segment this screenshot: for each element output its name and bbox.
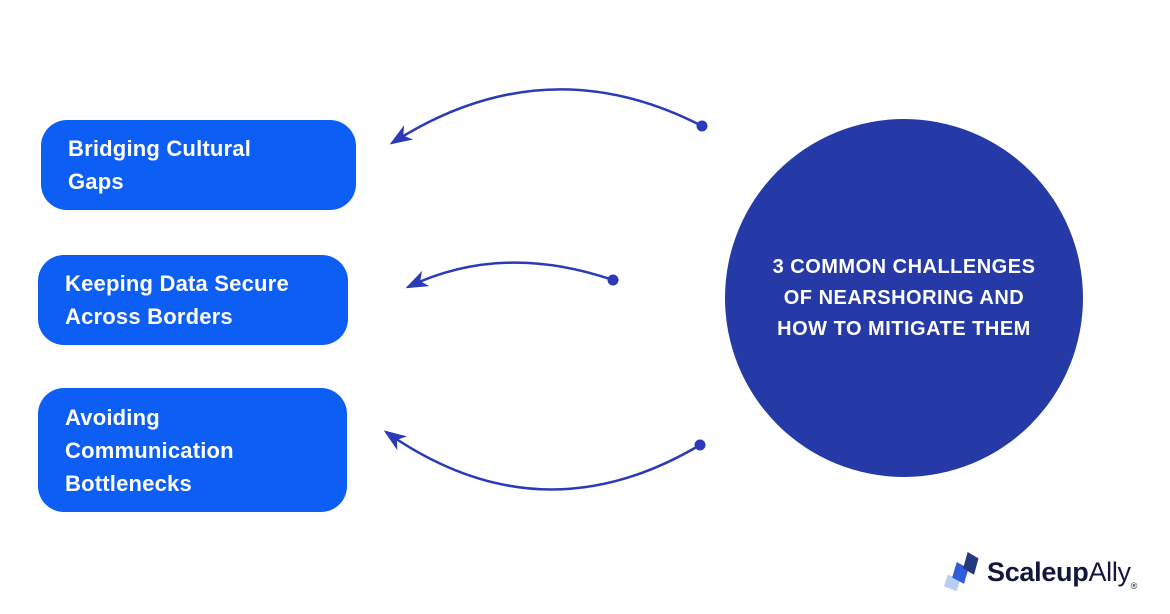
challenge-label: Keeping Data Secure Across Borders [65, 271, 289, 329]
arrow-start-dot [694, 439, 706, 451]
arrow-start-dot [696, 120, 708, 132]
scaleupally-layered-slabs-icon [944, 552, 979, 592]
challenge-box-keeping-data-secure: Keeping Data Secure Across Borders [38, 255, 348, 345]
logo-text-bold: Scaleup [987, 556, 1089, 587]
infographic-title: 3 COMMON CHALLENGES OF NEARSHORING AND H… [772, 255, 1036, 340]
arrow-to-challenge-1 [389, 88, 708, 145]
arrow-start-dot [607, 274, 619, 286]
challenge-label: Bridging Cultural Gaps [68, 136, 252, 194]
challenge-label: Avoiding Communication Bottlenecks [65, 404, 234, 496]
challenge-box-avoiding-communication-bottlenecks: Avoiding Communication Bottlenecks [38, 388, 347, 512]
arrow-to-challenge-2 [405, 261, 619, 289]
title-circle: 3 COMMON CHALLENGES OF NEARSHORING AND H… [725, 119, 1083, 477]
arrow-to-challenge-3 [383, 430, 706, 491]
challenge-box-bridging-cultural-gaps: Bridging Cultural Gaps [41, 120, 356, 210]
registered-trademark-symbol: ® [1130, 581, 1138, 591]
logo-text-light: Ally [1088, 556, 1131, 587]
